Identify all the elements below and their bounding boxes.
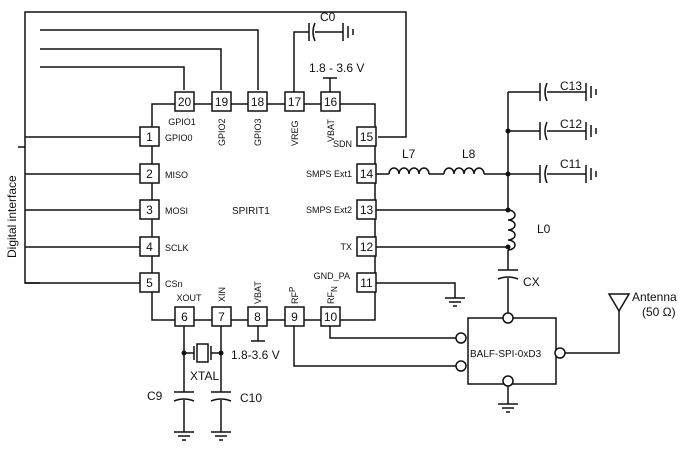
antenna-label: Antenna (632, 290, 677, 304)
pin-number: 16 (324, 95, 338, 109)
pin-label: SMPS Ext1 (306, 169, 352, 179)
pin-number: 12 (360, 240, 374, 254)
capacitor-c13 (508, 82, 597, 102)
pin-label: GPIO2 (217, 118, 227, 146)
pin-4: 4 SCLK (139, 236, 189, 257)
c0-label: C0 (320, 10, 336, 24)
antenna-impedance: (50 Ω) (642, 305, 676, 319)
l0-label: L0 (537, 222, 551, 236)
pin-label: VBAT (326, 119, 336, 142)
capacitor-c11 (508, 164, 597, 184)
capacitor-c12 (508, 121, 597, 141)
pin-label: GPIO1 (168, 117, 196, 127)
pin-number: 1 (146, 130, 153, 144)
pin-5: 5 CSn (139, 272, 183, 293)
chip-name: SPIRIT1 (232, 206, 270, 217)
xtal-label: XTAL (190, 369, 219, 383)
pin-label: TX (340, 242, 352, 252)
pin-18: 18 GPIO3 (247, 91, 268, 146)
digital-interface-label: Digital interface (5, 175, 19, 258)
pin-label: GPIO3 (253, 118, 263, 146)
pin-2: 2 MISO (139, 163, 188, 184)
l8-label: L8 (462, 147, 476, 161)
capacitor-c10 (210, 391, 232, 441)
pin-label: SCLK (165, 243, 189, 253)
c11-label: C11 (560, 157, 581, 171)
pin-number: 6 (181, 310, 188, 324)
pin-17: 17 VREG (284, 91, 305, 146)
pin-label: XIN (217, 287, 227, 302)
pin-12: 12 TX (340, 236, 377, 257)
pin-label: VBAT (253, 281, 263, 304)
pin-11: 11 GND_PA (314, 271, 377, 293)
pin-number: 13 (360, 203, 374, 217)
pin-number: 8 (254, 310, 261, 324)
balun-label: BALF-SPI-0xD3 (470, 349, 542, 360)
inductor-l0 (376, 207, 516, 270)
pin-number: 19 (215, 95, 229, 109)
pin-number: 20 (178, 95, 192, 109)
pin-1: 1 GPIO0 (139, 126, 193, 147)
pin-label: RFN (326, 286, 339, 304)
inductor-l7 (376, 167, 444, 175)
capacitor-c0 (293, 22, 354, 92)
pin-20: 20 GPIO1 (168, 91, 196, 127)
pin-8: 8 VBAT (247, 281, 268, 327)
cx-label: CX (523, 275, 540, 289)
pin-number: 5 (146, 276, 153, 290)
pin-6: 6 XOUT (174, 293, 202, 327)
pin-19: 19 GPIO2 (211, 91, 232, 146)
balun (293, 310, 620, 413)
decoupling-rail (505, 92, 511, 210)
supply-bottom-label: 1.8-3.6 V (231, 348, 280, 362)
capacitor-cx (497, 269, 519, 313)
supply-bottom (251, 326, 265, 342)
pin-10: 10 RFN (320, 286, 341, 327)
supply-top-label: 1.8 - 3.6 V (309, 61, 364, 75)
supply-top (323, 77, 337, 92)
pin-number: 15 (360, 130, 374, 144)
pin-7: 7 XIN (211, 287, 232, 327)
c9-label: C9 (147, 389, 163, 403)
pin-label: RFP (288, 287, 300, 304)
c10-label: C10 (240, 391, 262, 405)
pin-number: 3 (146, 203, 153, 217)
pin-label: SMPS Ext2 (306, 205, 352, 215)
pin-label: VREG (290, 120, 300, 146)
pin-label: SDN (333, 139, 352, 149)
pin-15: 15 SDN (333, 126, 377, 149)
pin-number: 11 (360, 276, 373, 290)
pin-number: 2 (146, 167, 153, 181)
pin-label: GPIO0 (165, 133, 193, 143)
gnd-pa-ground (376, 282, 465, 307)
pin-number: 18 (251, 95, 265, 109)
pin-number: 9 (291, 310, 298, 324)
pin-number: 4 (146, 240, 153, 254)
pin-13: 13 SMPS Ext2 (306, 199, 377, 220)
pin-9: 9 RFP (284, 287, 305, 327)
capacitor-c9 (173, 391, 195, 441)
antenna-icon (607, 293, 631, 313)
pin-number: 17 (288, 95, 302, 109)
inductor-l8 (443, 167, 508, 175)
pin-14: 14 SMPS Ext1 (306, 163, 377, 184)
c12-label: C12 (560, 117, 582, 131)
pin-16: 16 VBAT (320, 91, 341, 142)
pin-label: CSn (165, 279, 183, 289)
crystal-xtal (181, 326, 224, 392)
c13-label: C13 (560, 79, 582, 93)
pin-label: XOUT (176, 293, 202, 303)
pin-3: 3 MOSI (139, 199, 188, 220)
pin-number: 7 (218, 310, 225, 324)
pin-number: 14 (360, 167, 374, 181)
l7-label: L7 (402, 147, 416, 161)
pin-label: MOSI (165, 206, 188, 216)
pin-number: 10 (324, 310, 338, 324)
pin-label: MISO (165, 170, 188, 180)
pin-label: GND_PA (314, 271, 350, 281)
digital-interface-bus (18, 11, 407, 284)
